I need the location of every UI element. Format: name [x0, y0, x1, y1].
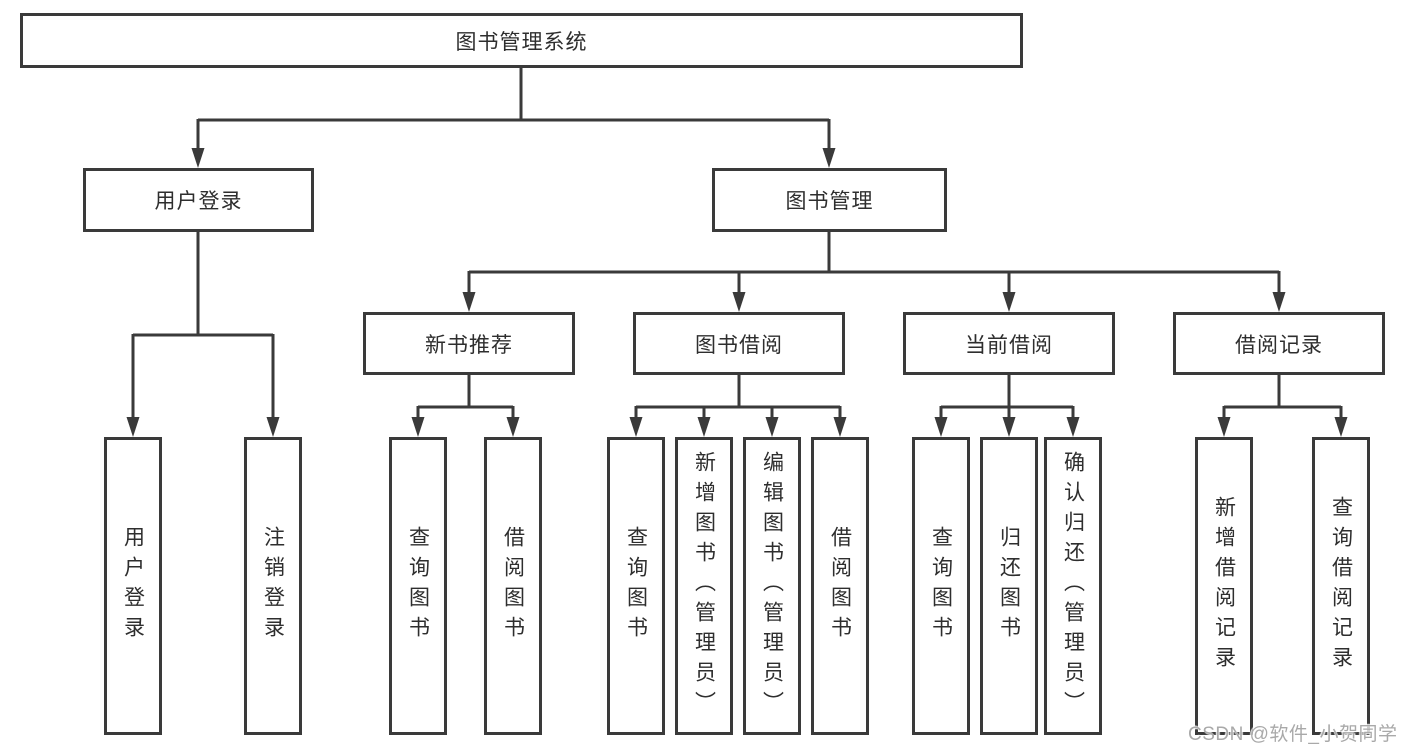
leaf-label: 新增图书（管理员）	[692, 451, 716, 721]
node-borrowing-records: 借阅记录	[1173, 312, 1385, 375]
leaf-query-books-current: 查询图书	[912, 437, 970, 735]
leaf-label: 归还图书	[997, 526, 1021, 646]
leaf-borrow-books-recommend: 借阅图书	[484, 437, 542, 735]
leaf-borrow-books: 借阅图书	[811, 437, 869, 735]
leaf-label: 注销登录	[261, 526, 285, 646]
leaf-query-books-borrow: 查询图书	[607, 437, 665, 735]
leaf-add-borrow-record: 新增借阅记录	[1195, 437, 1253, 735]
node-label: 借阅记录	[1235, 333, 1323, 357]
node-label: 用户登录	[154, 190, 243, 213]
node-current-borrowing: 当前借阅	[903, 312, 1115, 375]
leaf-return-books: 归还图书	[980, 437, 1038, 735]
leaf-logout: 注销登录	[244, 437, 302, 735]
leaf-user-login: 用户登录	[104, 437, 162, 735]
leaf-label: 查询图书	[624, 526, 648, 646]
leaf-add-books-admin: 新增图书（管理员）	[675, 437, 733, 735]
leaf-confirm-return-admin: 确认归还（管理员）	[1044, 437, 1102, 735]
node-label: 当前借阅	[965, 333, 1053, 357]
leaf-label: 查询图书	[406, 526, 430, 646]
leaf-query-borrow-record: 查询借阅记录	[1312, 437, 1370, 735]
leaf-label: 新增借阅记录	[1212, 496, 1236, 676]
node-new-book-recommendation: 新书推荐	[363, 312, 575, 375]
leaf-label: 查询图书	[929, 526, 953, 646]
leaf-label: 借阅图书	[501, 526, 525, 646]
node-library-management-system: 图书管理系统	[20, 13, 1023, 68]
leaf-label: 查询借阅记录	[1329, 496, 1353, 676]
node-book-borrowing: 图书借阅	[633, 312, 845, 375]
leaf-label: 借阅图书	[828, 526, 852, 646]
node-label: 图书借阅	[695, 333, 783, 357]
leaf-query-books-recommend: 查询图书	[389, 437, 447, 735]
leaf-edit-books-admin: 编辑图书（管理员）	[743, 437, 801, 735]
leaf-label: 确认归还（管理员）	[1061, 451, 1085, 721]
node-book-management: 图书管理	[712, 168, 947, 232]
node-label: 图书管理系统	[455, 30, 588, 54]
connector-path	[131, 68, 1343, 426]
arrowheads	[126, 148, 1348, 437]
leaf-label: 编辑图书（管理员）	[760, 451, 784, 721]
csdn-watermark: CSDN @软件_小贺同学	[1188, 724, 1398, 745]
node-label: 新书推荐	[425, 333, 513, 357]
node-user-login: 用户登录	[83, 168, 314, 232]
leaf-label: 用户登录	[121, 526, 145, 646]
node-label: 图书管理	[785, 190, 874, 213]
